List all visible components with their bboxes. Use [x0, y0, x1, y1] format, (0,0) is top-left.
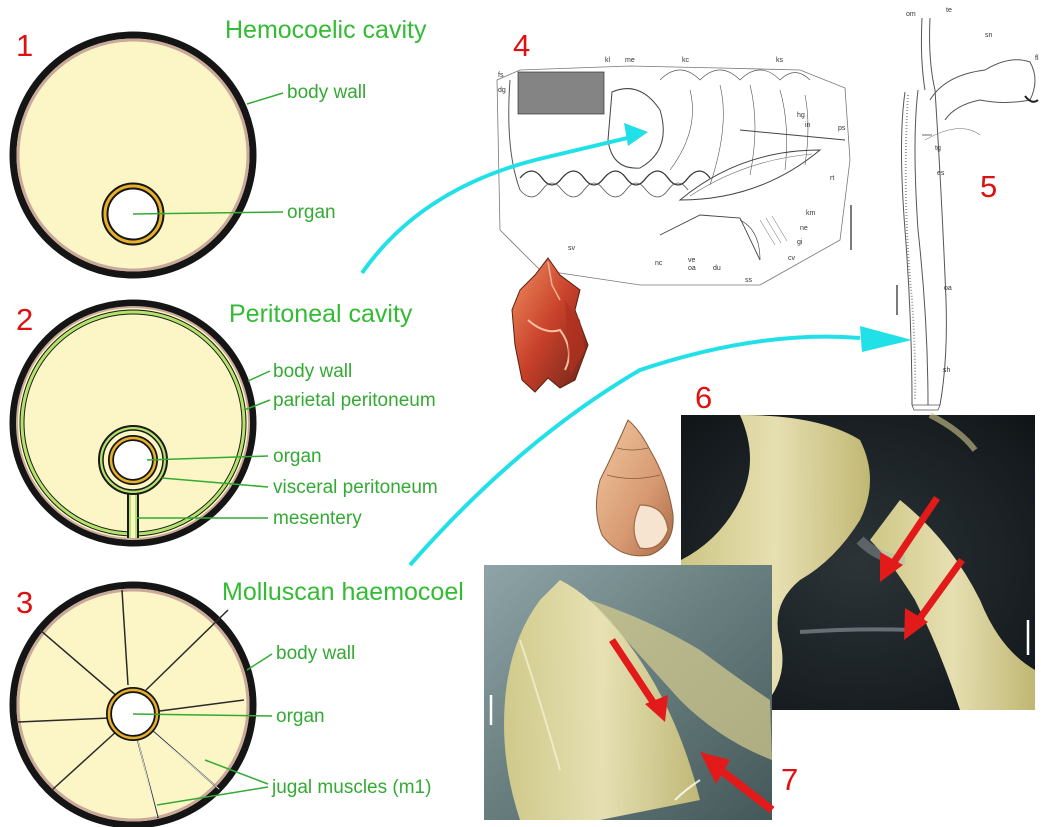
label-jugal-muscles: jugal muscles (m1)	[271, 777, 431, 798]
abbrev-label: cv	[788, 255, 796, 262]
figure-number-7: 7	[781, 762, 798, 797]
abbrev-label: te	[946, 7, 952, 14]
abbrev-label: fl	[1035, 55, 1039, 62]
abbrev-label: kc	[682, 57, 690, 64]
label-parietal-peritoneum: parietal peritoneum	[273, 390, 436, 411]
kidney-region	[518, 72, 604, 114]
abbrev-label: tg	[935, 145, 941, 152]
abbrev-label: km	[806, 210, 816, 217]
abbrev-label: ne	[800, 225, 808, 232]
dissection-photo-7	[484, 565, 772, 820]
abbrev-label: sn	[985, 32, 993, 39]
panel-1-number: 1	[16, 28, 33, 63]
label-mesentery: mesentery	[273, 508, 362, 529]
abbrev-label: nc	[655, 260, 663, 267]
snail-shell-image	[596, 420, 673, 556]
abbrev-label: ps	[838, 125, 846, 132]
gland-lobe	[930, 60, 1035, 120]
panel-2: 2 Peritoneal cavity body wall parietal p…	[13, 300, 438, 543]
abbrev-label: oa	[944, 285, 952, 292]
panel-3-title: Molluscan haemocoel	[222, 578, 464, 606]
abbrev-label: in	[805, 122, 811, 129]
abbrev-label: dg	[498, 87, 506, 94]
abbrev-label: sv	[568, 245, 576, 252]
panel-3-number: 3	[16, 585, 33, 620]
label-body-wall: body wall	[287, 82, 366, 103]
abbrev-label: gi	[797, 239, 803, 246]
abbrev-label: oa	[688, 265, 696, 272]
abbrev-label: du	[713, 265, 721, 272]
figure-number-6: 6	[695, 380, 712, 415]
abbrev-label: fs	[498, 72, 504, 79]
abbrev-label: om	[906, 11, 916, 18]
abbrev-label: hg	[797, 112, 805, 119]
figure-number-4: 4	[513, 28, 530, 63]
leader-line	[247, 654, 272, 670]
leader-line	[247, 93, 283, 104]
label-body-wall: body wall	[276, 643, 355, 664]
gill-plumes	[660, 70, 810, 185]
label-body-wall: body wall	[273, 361, 352, 382]
label-organ: organ	[287, 202, 336, 223]
abbrev-label: kl	[605, 57, 611, 64]
panel-2-title: Peritoneal cavity	[229, 300, 413, 328]
abbrev-label: es	[937, 170, 945, 177]
abbrev-label: sh	[943, 367, 951, 374]
abbrev-label: ks	[776, 57, 784, 64]
gland-drawing: 5 om te sn fl tg es oa sh	[897, 7, 1039, 410]
panel-1-title: Hemocoelic cavity	[225, 16, 427, 44]
label-organ: organ	[276, 706, 325, 727]
conch-shell-image	[512, 258, 588, 392]
cyan-arrowhead	[860, 326, 912, 352]
duct-outline	[902, 92, 913, 405]
label-organ: organ	[273, 446, 322, 467]
abbrev-label: me	[625, 57, 635, 64]
abbrev-label: rt	[830, 175, 834, 182]
figure-number-5: 5	[980, 169, 997, 204]
abbrev-label: ss	[745, 277, 753, 284]
label-visceral-peritoneum: visceral peritoneum	[273, 477, 438, 498]
panel-3: 3 Molluscan haemocoel body wall organ ju…	[13, 578, 464, 825]
abbrev-label: ve	[688, 257, 696, 264]
panel-1: 1 Hemocoelic cavity body wall organ	[13, 16, 427, 275]
panel-2-number: 2	[16, 302, 33, 337]
cyan-arrowhead	[624, 123, 648, 146]
leader-line	[248, 371, 270, 381]
intestine-coil	[520, 171, 710, 185]
cyan-arrow-to-anatomy	[362, 135, 640, 273]
